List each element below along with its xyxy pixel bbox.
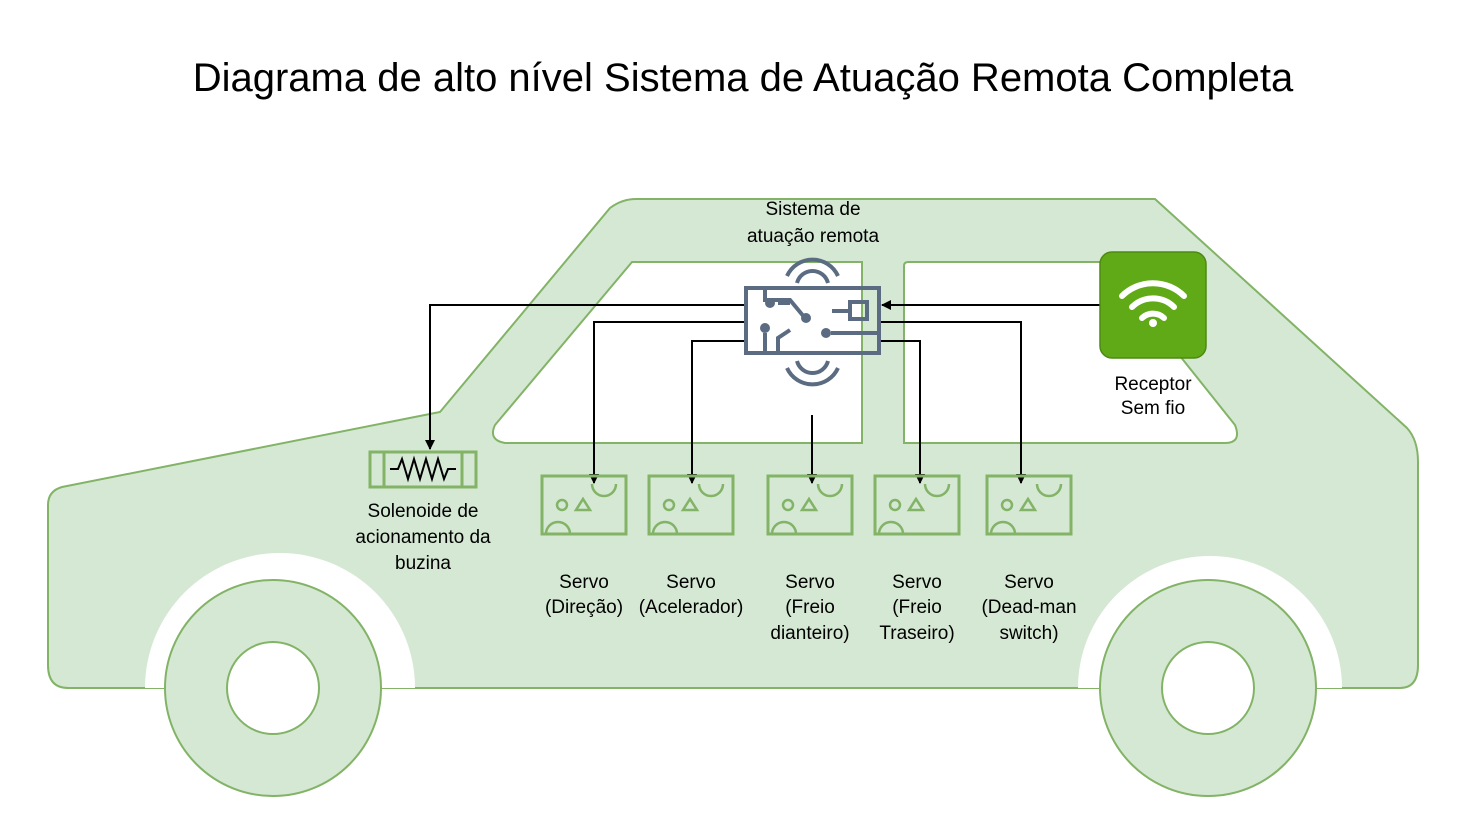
servo-icon (647, 474, 735, 536)
trace-5-pad (821, 328, 831, 338)
circuit-board-icon (744, 257, 881, 387)
edge-controller-servo-direcao (589, 321, 745, 484)
trace-1 (763, 288, 807, 320)
board-outline (744, 286, 881, 355)
servo-node-direcao[interactable]: Servo (Direção) (540, 474, 628, 618)
servo-label-line2: (Direção) (545, 597, 623, 618)
servo-label-line3: switch) (999, 623, 1058, 644)
controller-label-line2: atuação remota (747, 226, 879, 247)
servo-label-line2: (Dead-man (981, 597, 1076, 618)
edge-controller-servo-dead-man (880, 321, 1026, 484)
rear-wheel-hub (1161, 641, 1255, 735)
solenoid-label-line3: buzina (395, 553, 451, 574)
controller-label-line1: Sistema de (765, 199, 860, 220)
servo-icon (540, 474, 628, 536)
controller-node[interactable]: Sistema de atuação remota (744, 199, 881, 387)
servo-node-dead-man[interactable]: Servo (Dead-man switch) (981, 474, 1077, 644)
servo-label-line2: (Acelerador) (639, 597, 744, 618)
front-wheel-hub (226, 641, 320, 735)
servo-icon (766, 474, 854, 536)
trace-1-pad (801, 313, 811, 323)
rear-window (903, 261, 1238, 444)
servo-label-line3: Traseiro) (879, 623, 954, 644)
solenoid-node[interactable]: Solenoide de acionamento da buzina (355, 450, 491, 574)
edge-controller-servo-freio-traseiro (880, 340, 925, 484)
receiver-node[interactable]: Receptor Sem fio (1099, 251, 1207, 419)
servo-label-line1: Servo (559, 572, 609, 593)
signal-wave-bottom (785, 367, 840, 387)
receiver-box (1099, 251, 1207, 359)
trace-4 (776, 328, 792, 353)
signal-wave-top-inner (795, 269, 830, 284)
edge-controller-solenoid (425, 304, 745, 450)
servo-label-line1: Servo (1004, 572, 1054, 593)
servo-label-line2: (Freio (785, 597, 835, 618)
servo-label-line1: Servo (892, 572, 942, 593)
servo-label-line1: Servo (785, 572, 835, 593)
wifi-icon (1119, 280, 1187, 327)
connections (425, 300, 1100, 484)
diagram-title: Diagrama de alto nível Sistema de Atuaçã… (193, 56, 1294, 100)
servo-label-line1: Servo (666, 572, 716, 593)
servo-node-acelerador[interactable]: Servo (Acelerador) (639, 474, 744, 618)
servo-label-line3: dianteiro) (770, 623, 849, 644)
trace-2-pad (765, 298, 775, 308)
servo-icon (873, 474, 961, 536)
servo-node-freio-dianteiro[interactable]: Servo (Freio dianteiro) (766, 474, 854, 644)
car-silhouette (47, 198, 1419, 797)
receiver-label-line2: Sem fio (1121, 398, 1185, 419)
signal-wave-bottom-inner (795, 360, 830, 375)
servo-label-line2: (Freio (892, 597, 942, 618)
solenoid-icon (368, 450, 478, 489)
servo-icon (985, 474, 1073, 536)
signal-wave-top (785, 257, 840, 277)
receiver-label-line1: Receptor (1114, 374, 1192, 395)
edge-controller-servo-acelerador (687, 340, 745, 484)
solenoid-label-line1: Solenoide de (368, 501, 479, 522)
trace-3-pad (760, 323, 770, 333)
servo-node-freio-traseiro[interactable]: Servo (Freio Traseiro) (873, 474, 961, 644)
solenoid-label-line2: acionamento da (355, 527, 491, 548)
